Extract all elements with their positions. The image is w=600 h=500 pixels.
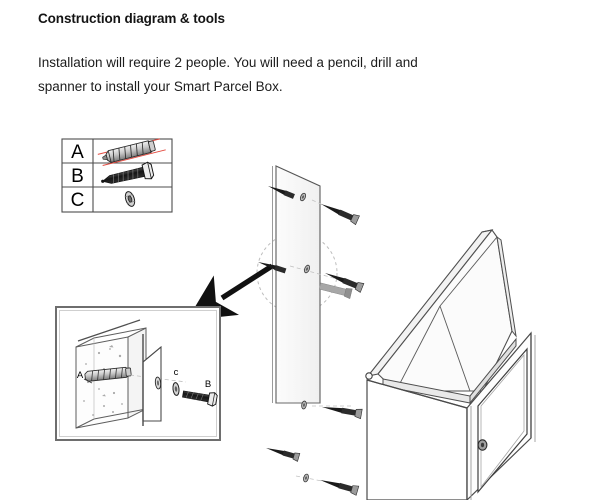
inset-wall-texture (83, 345, 123, 416)
parts-table: A (61, 138, 173, 213)
hex-bolt-screw-icon (101, 161, 155, 184)
inset-washer-front (154, 376, 162, 390)
callout-arrow (186, 263, 274, 321)
inset-label-a: A (77, 370, 84, 381)
inset-label-b: B (205, 379, 211, 390)
construction-diagram: A (0, 106, 600, 500)
parcel-box-lid (365, 229, 517, 405)
fixing-screw (266, 448, 360, 496)
washer-icon (124, 191, 136, 207)
inset-backplate-edge (142, 334, 162, 426)
table-row: A (71, 138, 166, 167)
parcel-box-door (477, 347, 528, 494)
inset-washer-c (172, 382, 180, 396)
table-row: C (71, 190, 136, 211)
detail-inset-box: A c B (55, 306, 221, 441)
parts-table-key-c: C (71, 190, 85, 211)
fixing-screw (258, 262, 365, 299)
inset-leader-a (83, 378, 93, 384)
table-row: B (71, 161, 155, 187)
intro-paragraph: Installation will require 2 people. You … (38, 55, 418, 94)
parts-table-key-b: B (71, 166, 84, 187)
wall-plug-anchor-icon (97, 138, 166, 167)
inset-bolt-b (182, 390, 218, 407)
mounting-backplate (272, 165, 321, 404)
detail-inset-inner-border (59, 310, 217, 437)
fixing-screw (268, 186, 360, 226)
inset-wall-block (75, 319, 147, 429)
page-title: Construction diagram & tools (38, 11, 225, 26)
parcel-box (365, 229, 536, 500)
inset-label-c: c (174, 367, 179, 378)
fixing-screw (301, 400, 363, 420)
parts-table-key-a: A (71, 142, 84, 163)
door-lock (477, 439, 488, 451)
construction-diagram-svg: A (55, 138, 536, 500)
inset-wall-plug (84, 366, 132, 382)
lid-hinge-pin (365, 372, 373, 380)
fixing-screws (258, 186, 365, 496)
